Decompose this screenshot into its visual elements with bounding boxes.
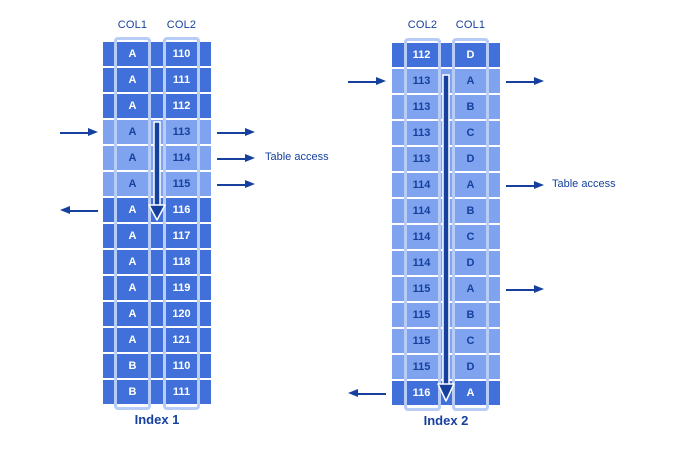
col1-cell: A xyxy=(128,230,137,242)
col1-cell: A xyxy=(466,387,475,399)
col2-cell: 113 xyxy=(412,75,431,87)
col2-cell: 119 xyxy=(172,282,191,294)
col2-cell: 110 xyxy=(172,48,191,60)
col2-cell: 110 xyxy=(172,360,191,372)
col1-cell: A xyxy=(128,334,137,346)
index1-row: A 112 xyxy=(103,94,211,118)
index2-table-access-label: Table access xyxy=(552,178,616,190)
col2-cell: 113 xyxy=(172,126,191,138)
col2-cell: 111 xyxy=(172,74,191,86)
col1-cell: A xyxy=(128,178,137,190)
col1-cell: B xyxy=(128,386,137,398)
col1-cell: D xyxy=(466,49,475,61)
col2-cell: 114 xyxy=(412,257,431,269)
index1-scan-down-arrow-icon xyxy=(148,121,166,221)
index2-table-access-arrow-icon xyxy=(506,77,544,86)
col2-cell: 117 xyxy=(172,230,191,242)
col2-cell: 116 xyxy=(412,387,431,399)
col1-cell: C xyxy=(466,335,475,347)
col2-cell: 118 xyxy=(172,256,191,268)
col1-cell: B xyxy=(466,101,475,113)
index1-col1-header: COL1 xyxy=(117,19,148,31)
col2-cell: 115 xyxy=(412,361,431,373)
col1-cell: D xyxy=(466,153,475,165)
col2-cell: 114 xyxy=(412,205,431,217)
col1-cell: C xyxy=(466,231,475,243)
index1-exit-arrow-icon xyxy=(60,206,98,215)
col1-cell: A xyxy=(128,74,137,86)
col2-cell: 113 xyxy=(412,101,431,113)
col1-cell: D xyxy=(466,257,475,269)
index1-caption: Index 1 xyxy=(134,412,180,427)
index1-row: A 120 xyxy=(103,302,211,326)
col2-cell: 115 xyxy=(412,283,431,295)
index2-entry-arrow-icon xyxy=(348,77,386,86)
index1-row: A 111 xyxy=(103,68,211,92)
index2-col1-header: COL1 xyxy=(455,19,486,31)
col1-cell: A xyxy=(466,283,475,295)
index1-row: A 117 xyxy=(103,224,211,248)
col1-cell: A xyxy=(128,256,137,268)
col1-cell: A xyxy=(128,126,137,138)
col2-cell: 120 xyxy=(172,308,191,320)
col2-cell: 112 xyxy=(412,49,431,61)
index2-table-access-arrow-icon xyxy=(506,181,544,190)
index1-row: B 111 xyxy=(103,380,211,404)
col2-cell: 113 xyxy=(412,153,431,165)
col1-cell: A xyxy=(128,308,137,320)
index1-table-access-label: Table access xyxy=(265,151,329,163)
index2-scan-down-arrow-icon xyxy=(437,74,455,402)
index2-row: 112 D xyxy=(392,43,500,67)
col1-cell: A xyxy=(128,152,137,164)
index1-col2-header: COL2 xyxy=(166,19,197,31)
index1-row: A 119 xyxy=(103,276,211,300)
index1-table-access-arrow-icon xyxy=(217,154,255,163)
col2-cell: 114 xyxy=(172,152,191,164)
col1-cell: A xyxy=(466,179,475,191)
index2-col2-header: COL2 xyxy=(407,19,438,31)
col1-cell: D xyxy=(466,361,475,373)
col1-cell: A xyxy=(466,75,475,87)
index1-table-access-arrow-icon xyxy=(217,180,255,189)
col2-cell: 111 xyxy=(172,386,191,398)
index1-row: B 110 xyxy=(103,354,211,378)
col1-cell: C xyxy=(466,127,475,139)
col1-cell: A xyxy=(128,100,137,112)
col2-cell: 114 xyxy=(412,179,431,191)
index1-entry-arrow-icon xyxy=(60,128,98,137)
col2-cell: 115 xyxy=(412,309,431,321)
col2-cell: 115 xyxy=(172,178,191,190)
col2-cell: 116 xyxy=(172,204,191,216)
col1-cell: A xyxy=(128,48,137,60)
col1-cell: B xyxy=(128,360,137,372)
col1-cell: A xyxy=(128,282,137,294)
col1-cell: A xyxy=(128,204,137,216)
index1-row: A 118 xyxy=(103,250,211,274)
index2-caption: Index 2 xyxy=(423,413,469,428)
col2-cell: 114 xyxy=(412,231,431,243)
index1-row: A 121 xyxy=(103,328,211,352)
index2-exit-arrow-icon xyxy=(348,389,386,398)
col2-cell: 121 xyxy=(172,334,191,346)
index2-table-access-arrow-icon xyxy=(506,285,544,294)
col2-cell: 112 xyxy=(172,100,191,112)
col2-cell: 115 xyxy=(412,335,431,347)
col1-cell: B xyxy=(466,205,475,217)
index1-row: A 110 xyxy=(103,42,211,66)
index1-table-access-arrow-icon xyxy=(217,128,255,137)
col2-cell: 113 xyxy=(412,127,431,139)
col1-cell: B xyxy=(466,309,475,321)
